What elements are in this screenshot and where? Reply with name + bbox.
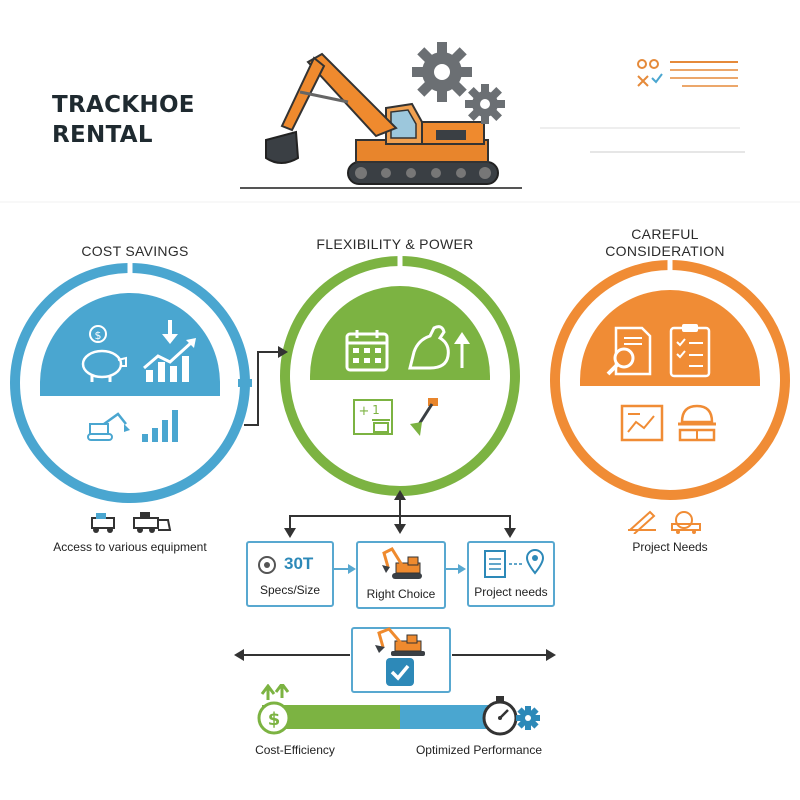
excavator-icon [87,412,130,441]
calculator-icon: + 1 [353,399,393,435]
right-choice-label: Right Choice [366,587,436,601]
cost-savings-circle [10,260,252,503]
svg-text:$: $ [95,329,102,342]
clipboard-icon [669,324,711,378]
flexibility-circle [280,256,520,496]
shovel-icon [410,398,438,436]
calendar-icon [345,330,389,372]
excavator-icon [375,627,425,656]
svg-text:+: + [359,404,370,419]
hard-hat-icon [678,404,716,442]
selection-box [351,627,451,693]
cost-savings-caption: Access to various equipment [53,540,207,554]
cost-savings-title: COST SAVINGS [81,243,189,259]
bar-chart-icon [142,410,178,442]
flow-arrow-1 [332,564,356,574]
excavator-icon [240,52,522,189]
cost-efficiency-label: Cost-Efficiency [255,743,335,757]
excavator-icon [382,547,422,579]
project-needs-box: Project needs [467,541,555,607]
flow-arrow-2 [444,564,466,574]
magnifier-document-icon [606,326,652,376]
specs-label: Specs/Size [259,583,321,597]
title-line-1: TRACKHOE [52,92,195,118]
right-choice-box: Right Choice [356,541,446,609]
location-pin-icon [525,549,545,575]
trend-up-chart-icon [143,320,196,382]
dollar-coin-icon: $ [257,684,291,735]
specs-size-box: 30T Specs/Size [246,541,334,607]
optimized-performance-label: Optimized Performance [415,743,543,757]
piggy-bank-icon: $ [81,325,127,382]
checklist-icon [637,59,738,87]
check-icon [386,658,414,686]
careful-title-line-1: CAREFUL [631,226,699,242]
flexibility-power-title: FLEXIBILITY & POWER [316,236,474,252]
title-line-2: RENTAL [52,122,153,148]
double-arrow [234,649,556,661]
careful-title-line-2: CONSIDERATION [605,243,725,259]
svg-text:1: 1 [372,403,380,417]
document-icon [484,550,523,578]
specs-value: 30T [284,554,314,573]
blueprint-icon [620,404,664,442]
svg-text:$: $ [268,709,281,730]
gear-icon [412,42,505,124]
careful-caption: Project Needs [632,540,708,554]
project-needs-label: Project needs [474,585,548,599]
gear-icon [258,556,276,574]
ruler-icon [628,510,701,534]
flexed-arm-icon [408,325,470,370]
tractor-icon [91,512,172,533]
circles-diagram [10,256,790,538]
stopwatch-icon [482,696,540,736]
